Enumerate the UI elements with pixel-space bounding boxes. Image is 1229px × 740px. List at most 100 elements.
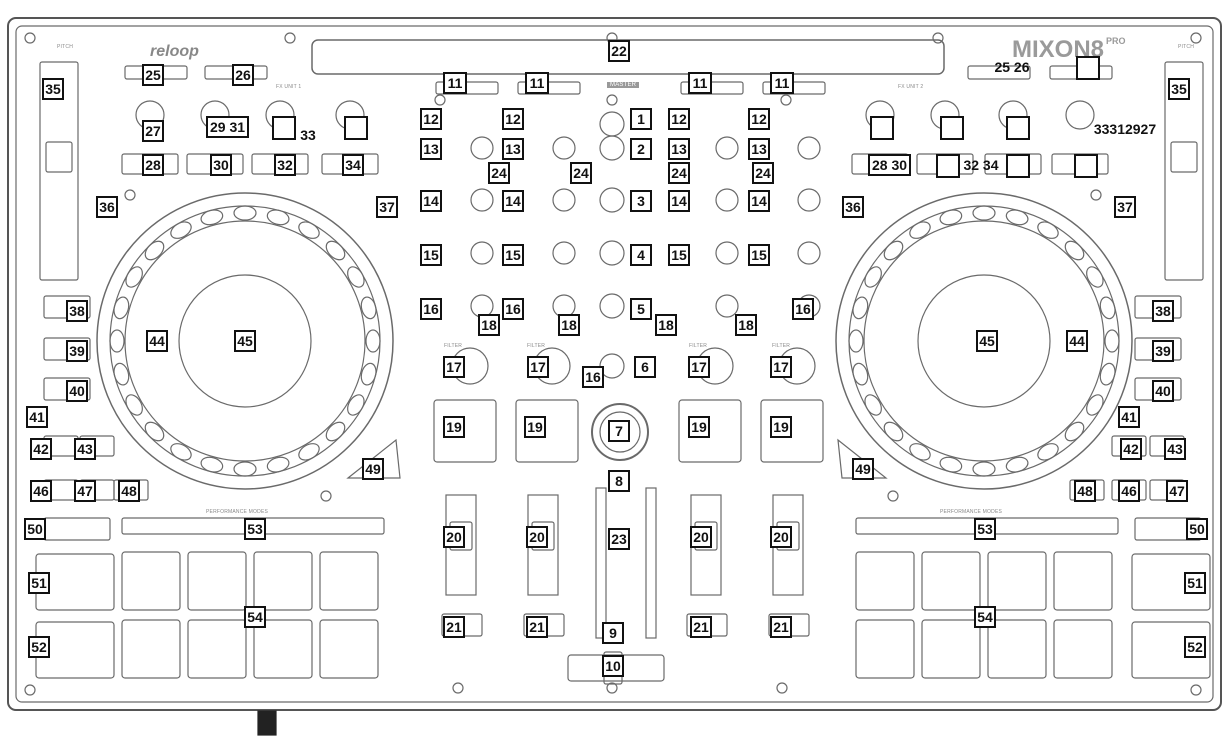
callout-48: 48 (1074, 480, 1096, 502)
callout-39: 39 (66, 340, 88, 362)
callout-18: 18 (558, 314, 580, 336)
screw (320, 490, 332, 502)
callout-2: 2 (630, 138, 652, 160)
callout-47: 47 (74, 480, 96, 502)
callout-38: 38 (1152, 300, 1174, 322)
callout-12: 12 (748, 108, 770, 130)
callout-blank (1006, 154, 1030, 178)
callout-49: 49 (362, 458, 384, 480)
jog-wheel-notch (125, 394, 143, 416)
screw (124, 189, 136, 201)
callout-36: 36 (96, 196, 118, 218)
jog-wheel-notch (170, 443, 192, 461)
callout-blank (344, 116, 368, 140)
browse-encoder (591, 403, 649, 461)
callout-24: 24 (752, 162, 774, 184)
transport-button (1131, 553, 1211, 611)
jog-wheel-notch (852, 296, 869, 320)
chassis-inner-outline (15, 25, 1214, 703)
transport-button (1131, 621, 1211, 679)
callout-23: 23 (608, 528, 630, 550)
callout-21: 21 (526, 616, 548, 638)
callout-1: 1 (630, 108, 652, 130)
callout-14: 14 (748, 190, 770, 212)
callout-34: 34 (342, 154, 364, 176)
callout-11: 11 (443, 72, 467, 94)
callout-53: 53 (974, 518, 996, 540)
callout-11: 11 (770, 72, 794, 94)
jog-wheel-outer (835, 192, 1133, 490)
eq-knob (797, 136, 821, 160)
callout-25-26: 25 26 (994, 59, 1030, 75)
model-suffix-text: PRO (1106, 36, 1126, 46)
eq-knob (470, 188, 494, 212)
jog-wheel-notch (233, 205, 257, 221)
callout-28-30: 28 30 (868, 154, 912, 176)
callout-46: 46 (30, 480, 52, 502)
callout-16: 16 (502, 298, 524, 320)
screw (1190, 32, 1202, 44)
pitch-fader-cap (45, 141, 73, 173)
callout-15: 15 (420, 244, 442, 266)
callout-14: 14 (502, 190, 524, 212)
callout-50: 50 (1186, 518, 1208, 540)
jog-wheel-notch (170, 221, 192, 239)
callout-29-31: 29 31 (206, 116, 250, 138)
performance-pad (253, 619, 313, 679)
master-knob (599, 293, 625, 319)
fx-unit-2-label: FX UNIT 2 (898, 84, 924, 90)
jog-wheel-notch (909, 443, 931, 461)
callout-54: 54 (974, 606, 996, 628)
callout-41: 41 (26, 406, 48, 428)
callout-42: 42 (1120, 438, 1142, 460)
jog-wheel-notch (1099, 296, 1116, 320)
jog-wheel-notch (939, 209, 963, 226)
callout-6: 6 (634, 356, 656, 378)
callout-18: 18 (735, 314, 757, 336)
callout-21: 21 (443, 616, 465, 638)
callout-47: 47 (1166, 480, 1188, 502)
callout-41: 41 (1118, 406, 1140, 428)
performance-pad (1053, 619, 1113, 679)
eq-knob (470, 241, 494, 265)
callout-26: 26 (232, 64, 254, 86)
eq-knob (715, 294, 739, 318)
callout-22: 22 (608, 40, 630, 62)
master-knob (599, 187, 625, 213)
callout-3: 3 (630, 190, 652, 212)
performance-pad (121, 619, 181, 679)
callout-53: 53 (244, 518, 266, 540)
callout-12: 12 (420, 108, 442, 130)
fx-on-pad (515, 399, 579, 463)
eq-knob (797, 188, 821, 212)
master-knob (599, 135, 625, 161)
jog-wheel-notch (200, 209, 224, 226)
jog-wheel-notch (1037, 443, 1059, 461)
performance-pad (855, 551, 915, 611)
callout-11: 11 (525, 72, 549, 94)
eq-knob (552, 136, 576, 160)
fx-unit-1-label: FX UNIT 1 (276, 84, 302, 90)
jog-wheel-notch (113, 296, 130, 320)
jog-wheel-notch (883, 240, 904, 261)
callout-12: 12 (502, 108, 524, 130)
load-button (435, 81, 499, 95)
callout-13: 13 (748, 138, 770, 160)
fx-top-button (967, 65, 1031, 80)
fx-on-pad (760, 399, 824, 463)
callout-33: 33 (300, 127, 316, 143)
callout-16: 16 (420, 298, 442, 320)
callout-36: 36 (842, 196, 864, 218)
callout-19: 19 (524, 416, 546, 438)
jog-wheel-notch (325, 240, 346, 261)
callout-10: 10 (602, 655, 624, 677)
callout-19: 19 (688, 416, 710, 438)
callout-14: 14 (420, 190, 442, 212)
callout-17: 17 (443, 356, 465, 378)
jog-wheel-notch (864, 394, 882, 416)
jog-wheel-notch (1104, 329, 1120, 353)
callout-11: 11 (688, 72, 712, 94)
performance-pad (253, 551, 313, 611)
jog-wheel-notch (347, 266, 365, 288)
performance-pad (1053, 551, 1113, 611)
